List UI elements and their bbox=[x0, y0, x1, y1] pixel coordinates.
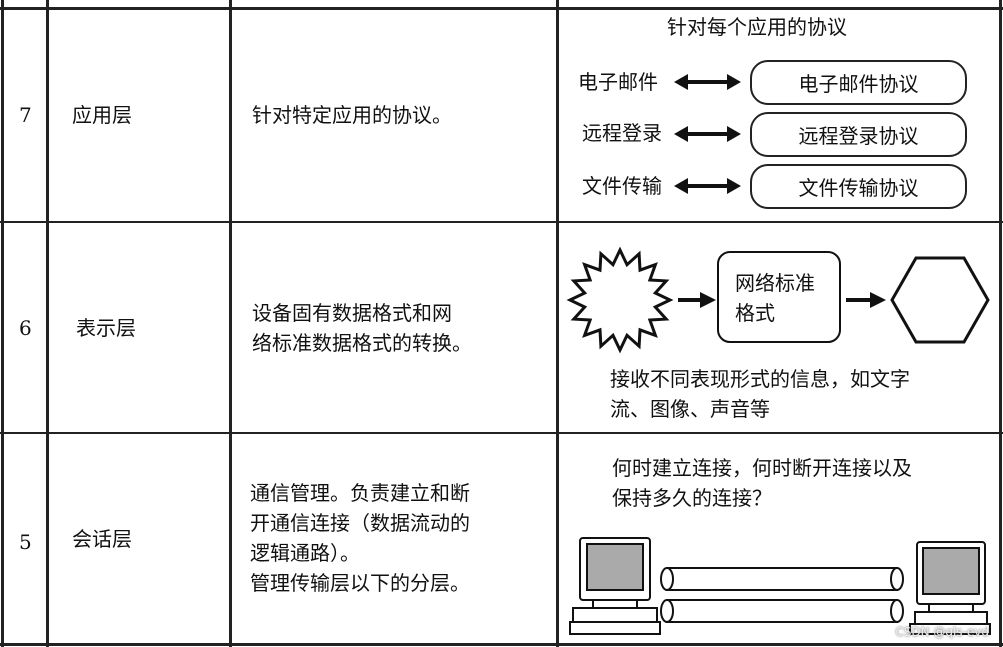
row-divider bbox=[0, 221, 1003, 223]
protocol-box: 文件传输协议 bbox=[750, 164, 967, 209]
layer-name: 应用层 bbox=[72, 103, 132, 127]
diagram-caption: 何时建立连接，何时断开连接以及 保持多久的连接？ bbox=[612, 456, 912, 510]
app-label: 远程登录 bbox=[582, 121, 662, 145]
watermark: CSDN @qls-evd bbox=[895, 625, 989, 639]
column-divider bbox=[1, 0, 4, 647]
hexagon-icon bbox=[890, 256, 990, 344]
session-diagram bbox=[569, 537, 991, 635]
protocol-box: 远程登录协议 bbox=[750, 112, 967, 157]
arrow-icon bbox=[678, 292, 716, 308]
table-border-top bbox=[0, 7, 1003, 10]
double-arrow-icons bbox=[674, 74, 741, 194]
layer-number: 6 bbox=[19, 316, 32, 340]
cable-pipe-icon bbox=[660, 567, 904, 623]
layer-name: 会话层 bbox=[72, 527, 132, 551]
computer-icon bbox=[909, 541, 991, 635]
layer-description: 设备固有数据格式和网 络标准数据格式的转换。 bbox=[252, 301, 472, 355]
row-divider bbox=[0, 432, 1003, 434]
double-arrow-icon bbox=[674, 178, 741, 194]
app-label: 电子邮件 bbox=[578, 70, 658, 94]
column-divider bbox=[46, 0, 49, 647]
layer-description: 通信管理。负责建立和断 开通信连接（数据流动的 逻辑通路）。 管理传输层以下的分… bbox=[250, 481, 470, 595]
layer-name: 表示层 bbox=[76, 316, 136, 340]
column-divider bbox=[999, 0, 1002, 647]
starburst-icon bbox=[566, 246, 674, 354]
computer-icon bbox=[569, 537, 661, 635]
layer-description: 针对特定应用的协议。 bbox=[252, 103, 452, 127]
layer-number: 5 bbox=[19, 530, 32, 554]
table-border-bottom bbox=[0, 643, 1003, 646]
layer-number: 7 bbox=[19, 103, 32, 127]
network-format-label: 网络标准 格式 bbox=[735, 271, 815, 325]
protocol-box: 电子邮件协议 bbox=[750, 60, 967, 105]
presentation-diagram bbox=[566, 246, 990, 354]
arrow-icon bbox=[846, 292, 886, 308]
network-format-box bbox=[717, 251, 841, 343]
column-divider bbox=[229, 0, 232, 647]
double-arrow-icon bbox=[674, 126, 741, 142]
double-arrow-icon bbox=[674, 74, 741, 90]
diagram-title: 针对每个应用的协议 bbox=[667, 15, 847, 39]
app-label: 文件传输 bbox=[582, 174, 662, 198]
diagram-caption: 接收不同表现形式的信息，如文字 流、图像、声音等 bbox=[610, 367, 910, 421]
column-divider bbox=[556, 0, 559, 647]
